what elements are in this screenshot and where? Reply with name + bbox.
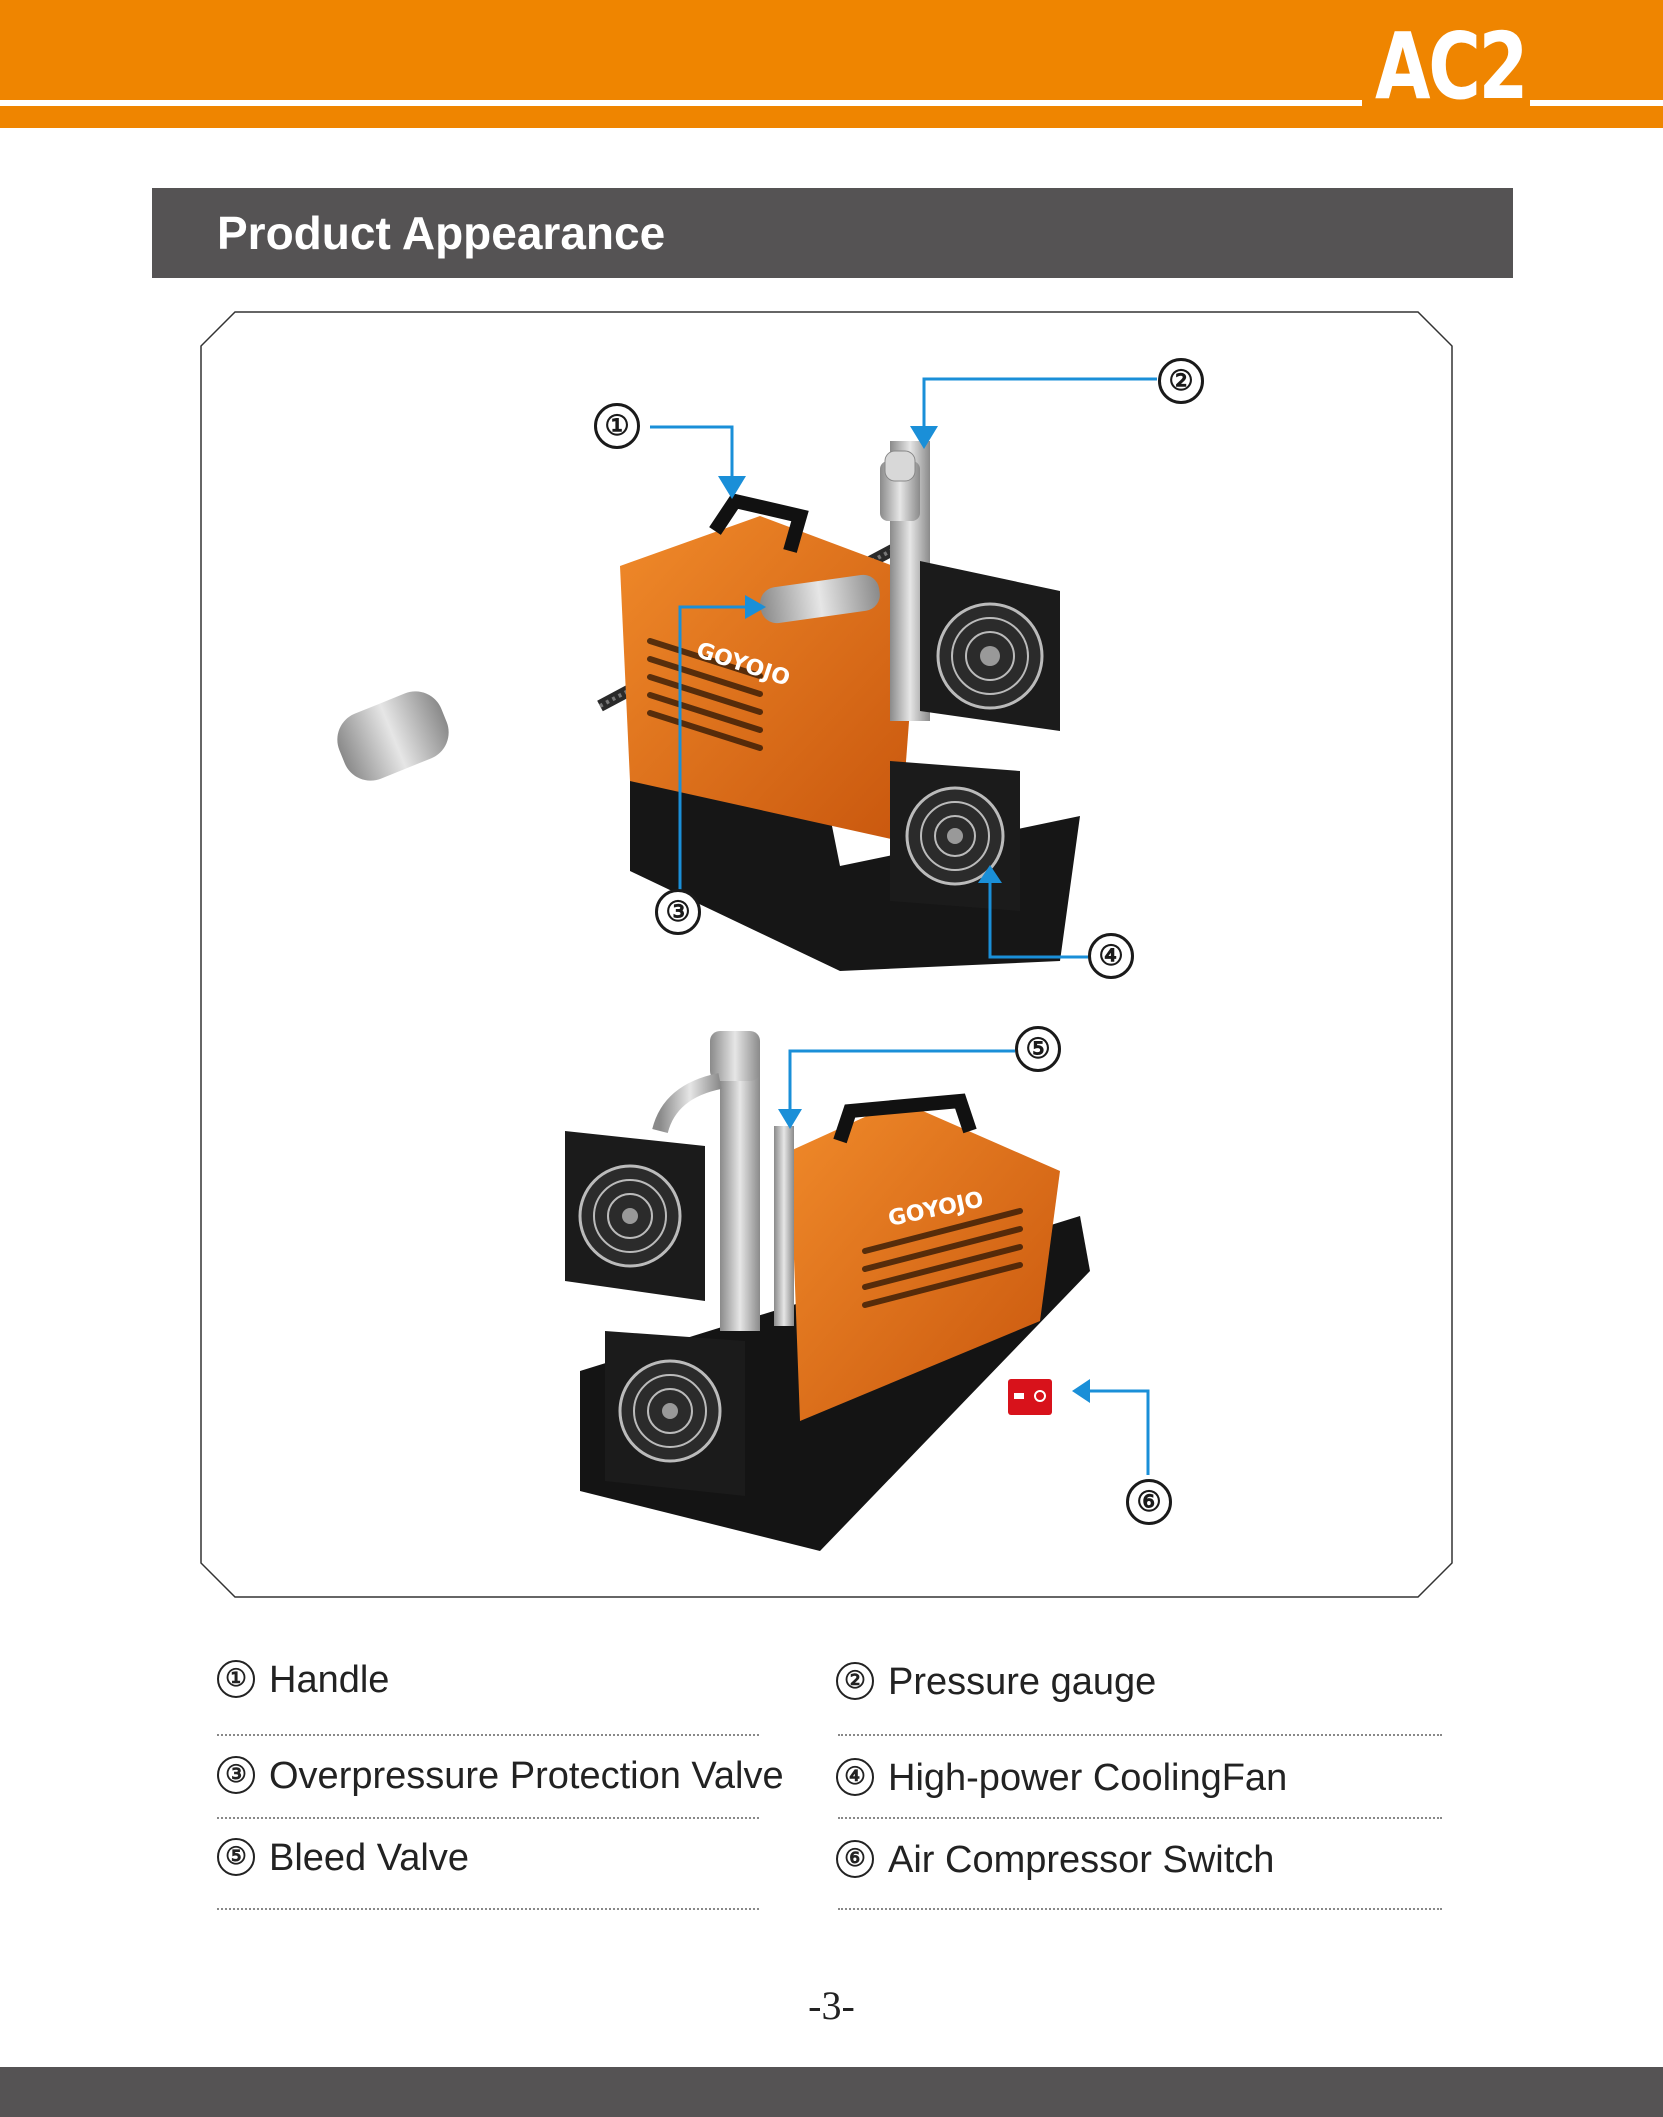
legend-label: Overpressure Protection Valve xyxy=(269,1755,784,1797)
legend-label: Bleed Valve xyxy=(269,1837,469,1879)
header-rule xyxy=(0,100,1362,106)
divider xyxy=(217,1908,759,1910)
legend-label: Air Compressor Switch xyxy=(888,1839,1275,1881)
header-rule xyxy=(1530,100,1663,106)
legend-number: ⑥ xyxy=(836,1839,874,1878)
callout-1: ① xyxy=(594,403,640,449)
divider xyxy=(217,1817,759,1819)
model-code: AC2 xyxy=(1375,13,1528,120)
callout-6: ⑥ xyxy=(1126,1479,1172,1525)
legend-number: ② xyxy=(836,1661,874,1700)
callout-3: ③ xyxy=(655,889,701,935)
compressor-front-view: GOYOJO xyxy=(337,441,1080,971)
callout-4: ④ xyxy=(1088,933,1134,979)
divider xyxy=(838,1908,1442,1910)
divider xyxy=(838,1734,1442,1736)
compressor-back-view: GOYOJO xyxy=(565,1031,1090,1551)
legend-number: ④ xyxy=(836,1757,874,1796)
legend-label: Handle xyxy=(269,1659,390,1701)
divider xyxy=(838,1817,1442,1819)
legend-number: ① xyxy=(217,1659,255,1698)
legend-item: ⑥ Air Compressor Switch xyxy=(836,1830,1274,1890)
section-title: Product Appearance xyxy=(217,207,666,259)
legend-number: ⑤ xyxy=(217,1837,255,1876)
legend-item: ② Pressure gauge xyxy=(836,1652,1156,1712)
legend-item: ③ Overpressure Protection Valve xyxy=(217,1746,784,1806)
legend-item: ④ High-power CoolingFan xyxy=(836,1748,1287,1808)
legend-item: ① Handle xyxy=(217,1650,389,1710)
footer-band xyxy=(0,2067,1663,2117)
divider xyxy=(217,1734,759,1736)
callout-5: ⑤ xyxy=(1015,1026,1061,1072)
header-band xyxy=(0,0,1663,128)
callout-lines xyxy=(650,377,1157,1475)
figure-frame xyxy=(200,311,1453,1598)
legend-label: Pressure gauge xyxy=(888,1661,1157,1703)
legend-number: ③ xyxy=(217,1755,255,1794)
callout-2: ② xyxy=(1158,358,1204,404)
product-figure: GOYOJO GOYOJO xyxy=(200,311,1453,1598)
legend-item: ⑤ Bleed Valve xyxy=(217,1828,469,1888)
page-number: -3- xyxy=(808,1983,855,2028)
legend-label: High-power CoolingFan xyxy=(888,1757,1288,1799)
section-title-bar: Product Appearance xyxy=(152,188,1513,278)
